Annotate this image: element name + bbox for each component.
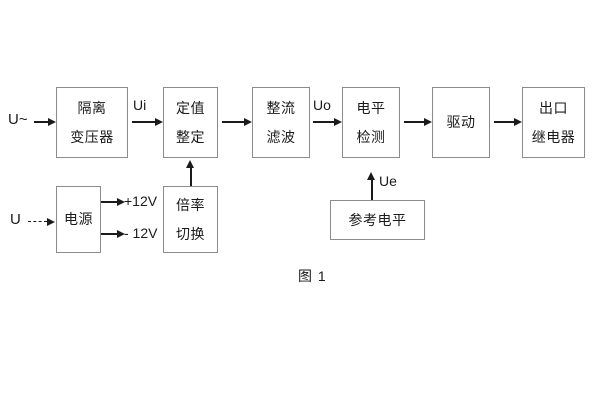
block-setting-value-line-2: 整定 xyxy=(176,128,205,145)
arrow-rectify-filter-to-level-detection xyxy=(313,117,342,126)
signal-label-uo: Uo xyxy=(313,97,331,113)
block-level-detection-line-2: 检测 xyxy=(356,128,386,145)
block-drive: 驱动 xyxy=(432,87,490,158)
block-rectify-filter: 整流 滤波 xyxy=(252,87,310,158)
arrow-rail-positive xyxy=(101,197,125,206)
block-output-relay-line-1: 出口 xyxy=(539,99,568,116)
arrow-isolation-transformer-to-setting-value xyxy=(132,117,163,126)
block-multiplier-switch-line-1: 倍率 xyxy=(176,196,205,213)
arrow-drive-to-output-relay xyxy=(494,117,522,126)
block-power-supply-line-1: 电源 xyxy=(64,211,93,228)
block-isolation-transformer-line-1: 隔离 xyxy=(77,99,107,116)
arrow-multiplier-switch-to-setting-value xyxy=(186,160,195,186)
block-rectify-filter-line-2: 滤波 xyxy=(266,128,296,145)
block-output-relay: 出口 继电器 xyxy=(522,87,585,158)
rail-label-positive: +12V xyxy=(124,193,158,209)
arrow-input-to-power-supply xyxy=(28,217,56,226)
block-reference-level-line-1: 参考电平 xyxy=(348,211,407,228)
arrow-setting-value-to-rectify-filter xyxy=(222,117,252,126)
block-output-relay-line-2: 继电器 xyxy=(531,128,576,145)
arrow-reference-level-to-level-detection xyxy=(367,172,376,200)
input-label-u-ac: U~ xyxy=(8,111,28,128)
block-level-detection-line-1: 电平 xyxy=(356,99,386,116)
block-setting-value: 定值 整定 xyxy=(163,87,218,158)
block-level-detection: 电平 检测 xyxy=(342,87,400,158)
block-multiplier-switch: 倍率 切换 xyxy=(163,186,218,253)
arrow-level-detection-to-drive xyxy=(404,117,432,126)
block-isolation-transformer-line-2: 变压器 xyxy=(70,128,114,145)
block-multiplier-switch-line-2: 切换 xyxy=(176,225,205,242)
block-isolation-transformer: 隔离 变压器 xyxy=(56,87,128,158)
arrow-input-to-isolation-transformer xyxy=(34,117,56,126)
rail-label-negative: - 12V xyxy=(124,225,158,241)
block-reference-level: 参考电平 xyxy=(330,200,425,240)
block-power-supply: 电源 xyxy=(56,186,101,253)
arrow-rail-negative xyxy=(101,229,125,238)
input-label-u-dc: U xyxy=(10,211,21,228)
signal-label-ue: Ue xyxy=(379,173,397,189)
block-setting-value-line-1: 定值 xyxy=(176,99,205,116)
figure-caption: 图 1 xyxy=(298,268,327,284)
signal-label-ui: Ui xyxy=(133,97,147,113)
block-rectify-filter-line-1: 整流 xyxy=(266,99,296,116)
block-drive-line-1: 驱动 xyxy=(446,114,476,131)
